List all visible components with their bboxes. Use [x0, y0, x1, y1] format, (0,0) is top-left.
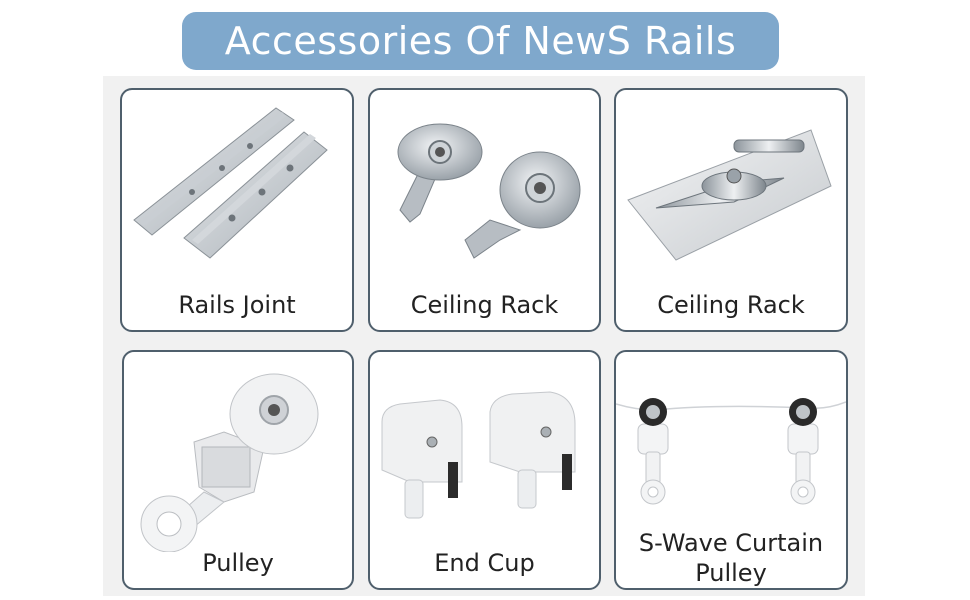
accessory-label: Ceiling Rack — [410, 291, 559, 319]
pulley-icon — [140, 373, 319, 552]
accessory-label: End Cup — [434, 549, 535, 577]
accessory-card-pulley[interactable]: Pulley — [122, 350, 354, 590]
accessory-label: Rails Joint — [178, 291, 296, 319]
end-cup-icon — [381, 391, 576, 519]
page-title-banner: Accessories Of NewS Rails — [182, 12, 779, 70]
ceiling-rack-icon — [397, 123, 581, 259]
ceiling-rack-plate-icon — [627, 129, 832, 261]
accessory-card-s-wave-pulley[interactable]: S-Wave Curtain Pulley — [614, 350, 848, 590]
rails-joint-icon — [133, 107, 328, 259]
accessory-card-ceiling-rack-plate[interactable]: Ceiling Rack — [614, 88, 848, 332]
accessory-card-end-cup[interactable]: End Cup — [368, 350, 601, 590]
accessory-label: S-Wave Curtain Pulley — [638, 529, 824, 587]
accessory-card-ceiling-rack[interactable]: Ceiling Rack — [368, 88, 601, 332]
s-wave-pulley-icon — [616, 398, 846, 505]
accessory-label: Pulley — [202, 549, 274, 577]
accessory-label: Ceiling Rack — [657, 291, 805, 319]
page-title: Accessories Of NewS Rails — [224, 19, 737, 63]
accessory-card-rails-joint[interactable]: Rails Joint — [120, 88, 354, 332]
